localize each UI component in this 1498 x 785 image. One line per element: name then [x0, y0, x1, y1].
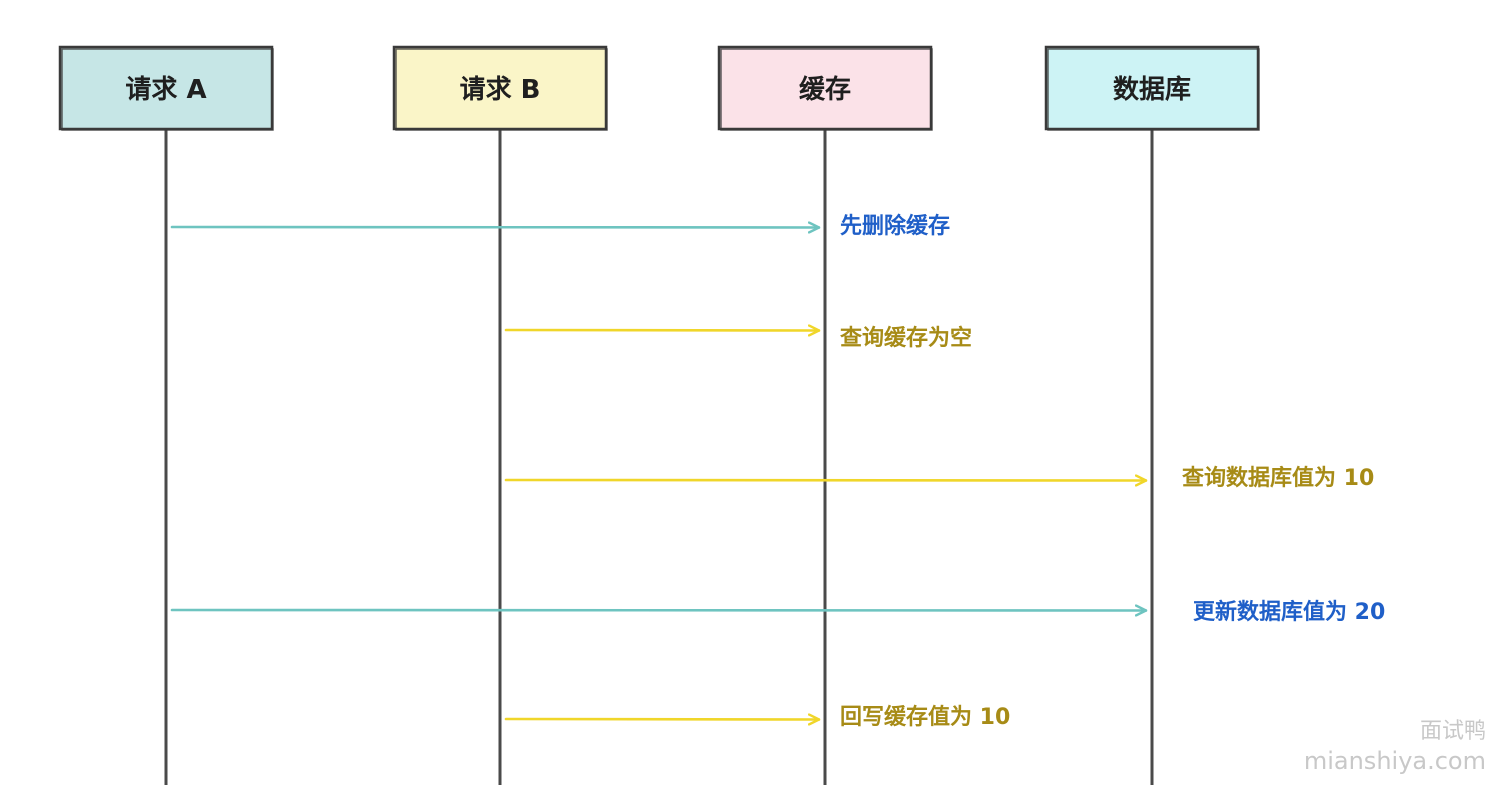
actor-rect-sketch — [61, 48, 274, 131]
actor-label: 缓存 — [799, 74, 851, 105]
watermark-brand: 面试鸭 — [1419, 719, 1486, 744]
actor-box-2: 请求 B — [392, 45, 608, 131]
actor-label: 数据库 — [1113, 75, 1191, 105]
actor-box-4: 数据库 — [1044, 45, 1260, 131]
actor-box-1: 请求 A — [58, 45, 274, 131]
actor-rect-sketch — [1047, 48, 1260, 131]
message-arrow-5 — [504, 719, 821, 720]
message-label-1: 先删除缓存 — [840, 213, 950, 239]
message-arrow-2 — [504, 330, 821, 331]
actor-rect-sketch — [720, 48, 933, 131]
actor-rect — [58, 45, 274, 131]
actors: 请求 A 请求 B 缓存 数据库 — [58, 45, 1260, 131]
actor-rect-sketch — [395, 48, 608, 131]
actor-rect — [392, 45, 608, 131]
message-label-5: 回写缓存值为 10 — [840, 704, 1010, 730]
actor-rect — [1044, 45, 1260, 131]
message-label-2: 查询缓存为空 — [840, 325, 972, 351]
actor-label: 请求 B — [460, 75, 541, 105]
message-label-3: 查询数据库值为 10 — [1182, 465, 1374, 491]
message-label-4: 更新数据库值为 20 — [1193, 599, 1385, 625]
message-arrow-1 — [170, 227, 821, 228]
actor-rect — [717, 45, 933, 131]
message-arrow-4 — [170, 610, 1148, 611]
watermark-url: mianshiya.com — [1303, 747, 1486, 775]
actor-label: 请求 A — [125, 75, 206, 105]
message-arrow-3 — [504, 480, 1148, 481]
actor-box-3: 缓存 — [717, 45, 933, 131]
lifelines — [164, 130, 1154, 785]
